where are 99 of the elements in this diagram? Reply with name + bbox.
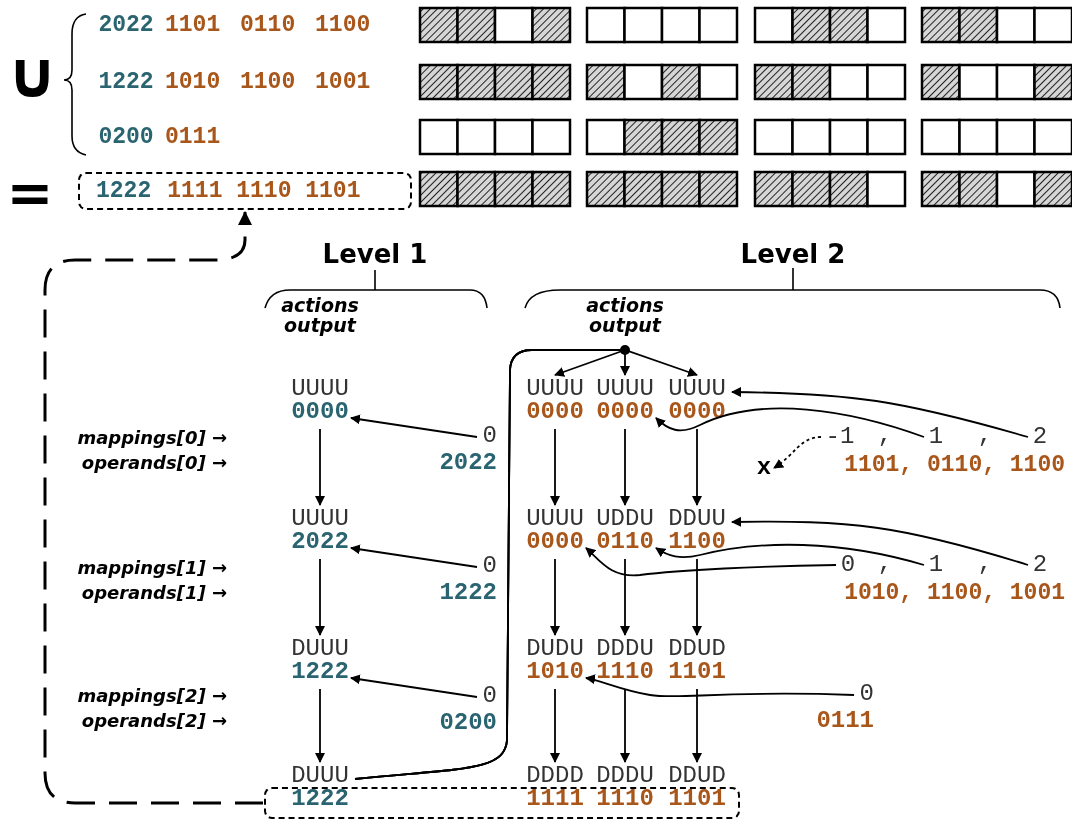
mapping-index: 2 xyxy=(1032,423,1048,450)
mapping-index: 0 xyxy=(481,425,497,447)
mapping-index: 1 xyxy=(928,423,944,450)
arrow xyxy=(692,688,702,763)
value-code: 0111 xyxy=(165,123,221,152)
value-code: 1222 xyxy=(96,178,152,204)
row-label: mappings[2] → xyxy=(77,684,227,708)
value-code: 1010 1100 1001 xyxy=(165,68,371,97)
arrow xyxy=(550,558,560,636)
value-code: 2022 xyxy=(290,530,350,554)
arrow xyxy=(315,428,325,506)
arrow xyxy=(620,558,630,636)
value-code: 1111 xyxy=(525,787,585,811)
row-label: mappings[1] → xyxy=(77,556,227,580)
action-code: DDDU xyxy=(595,765,655,787)
value-code: 1110 xyxy=(595,660,655,684)
column-heading: actions output xyxy=(280,295,360,335)
mapping-index: 0 xyxy=(840,551,856,578)
action-code: DDUD xyxy=(667,765,727,787)
separator-comma: , xyxy=(977,424,993,448)
arrow xyxy=(773,436,822,469)
value-code: 1222 xyxy=(98,68,154,97)
mapping-index: -1 xyxy=(825,423,855,450)
value-code: 1222 xyxy=(290,787,350,811)
action-code: UUUU xyxy=(525,508,585,530)
arrow xyxy=(585,547,837,577)
row-label: operands[2] → xyxy=(81,709,227,733)
action-code: UUUU xyxy=(595,378,655,400)
action-code: UUUU xyxy=(290,508,350,530)
action-code: DDDU xyxy=(595,638,655,660)
value-code: 1101 0110 1100 xyxy=(165,11,371,40)
operand-code: 0200 xyxy=(438,711,497,735)
arrow xyxy=(550,428,560,506)
separator-comma: , xyxy=(977,552,993,576)
value-code: 0110 xyxy=(595,530,655,554)
action-code: DUDU xyxy=(525,638,585,660)
action-code: UUUU xyxy=(290,378,350,400)
operand-code: 1010, 1100, 1001 xyxy=(844,580,1065,606)
mapping-index: 0 xyxy=(481,555,497,577)
value-code: 0000 xyxy=(595,400,655,424)
arrow xyxy=(655,407,925,438)
arrow xyxy=(620,428,630,506)
arrow xyxy=(731,387,1029,438)
action-code: DDUD xyxy=(667,638,727,660)
level-heading: Level 1 xyxy=(322,238,428,270)
mapping-index: 1 xyxy=(928,551,944,578)
value-code: 1111 1110 1101 xyxy=(167,178,361,204)
value-code: 0000 xyxy=(290,400,350,424)
arrow xyxy=(655,543,925,566)
arrow xyxy=(731,516,1029,566)
mapping-index: 2 xyxy=(1032,551,1048,578)
arrow xyxy=(354,349,698,780)
value-code: 1010 xyxy=(525,660,585,684)
value-code: 2022 xyxy=(98,11,154,40)
value-code: 0000 xyxy=(667,400,727,424)
separator-comma: , xyxy=(877,552,893,576)
level-heading: Level 2 xyxy=(740,238,846,270)
action-code: UDDU xyxy=(595,508,655,530)
value-code: 1222 xyxy=(290,660,350,684)
column-heading: actions output xyxy=(585,295,665,335)
arrow xyxy=(692,558,702,636)
value-code: 1101 xyxy=(667,660,727,684)
arrow xyxy=(620,688,630,763)
arrow xyxy=(315,558,325,636)
action-code: UUUU xyxy=(667,378,727,400)
operand-code: 1101, 0110, 1100 xyxy=(844,452,1065,478)
arrow xyxy=(692,428,702,506)
union-symbol: ∪ xyxy=(6,40,58,110)
action-code: DUUU xyxy=(290,638,350,660)
equals-sign: = xyxy=(6,165,54,221)
action-code: DDUU xyxy=(667,508,727,530)
arrow xyxy=(350,544,478,568)
action-code: DDDD xyxy=(525,765,585,787)
arrow xyxy=(350,414,478,438)
arrow xyxy=(43,211,263,805)
drop-mark: x xyxy=(756,454,772,481)
separator-comma: , xyxy=(877,424,893,448)
value-code: 0000 xyxy=(525,530,585,554)
operand-code: 1222 xyxy=(438,581,497,605)
mapping-index: 0 xyxy=(481,685,497,707)
value-code: 0200 xyxy=(98,123,154,152)
operand-code: 0111 xyxy=(815,709,874,733)
mapping-index: 0 xyxy=(858,683,874,705)
row-label: operands[0] → xyxy=(81,451,227,475)
row-label: operands[1] → xyxy=(81,581,227,605)
value-code: 0000 xyxy=(525,400,585,424)
action-code: DUUU xyxy=(290,765,350,787)
row-label: mappings[0] → xyxy=(77,426,227,450)
arrow xyxy=(315,688,325,763)
arrow xyxy=(585,674,855,698)
dashed-box xyxy=(78,172,412,210)
value-code: 1110 xyxy=(595,787,655,811)
arrow xyxy=(550,688,560,763)
value-code: 1100 xyxy=(667,530,727,554)
action-code: UUUU xyxy=(525,378,585,400)
operand-code: 2022 xyxy=(438,451,497,475)
dashed-box xyxy=(264,787,740,819)
value-code: 1101 xyxy=(667,787,727,811)
arrow xyxy=(350,674,478,698)
